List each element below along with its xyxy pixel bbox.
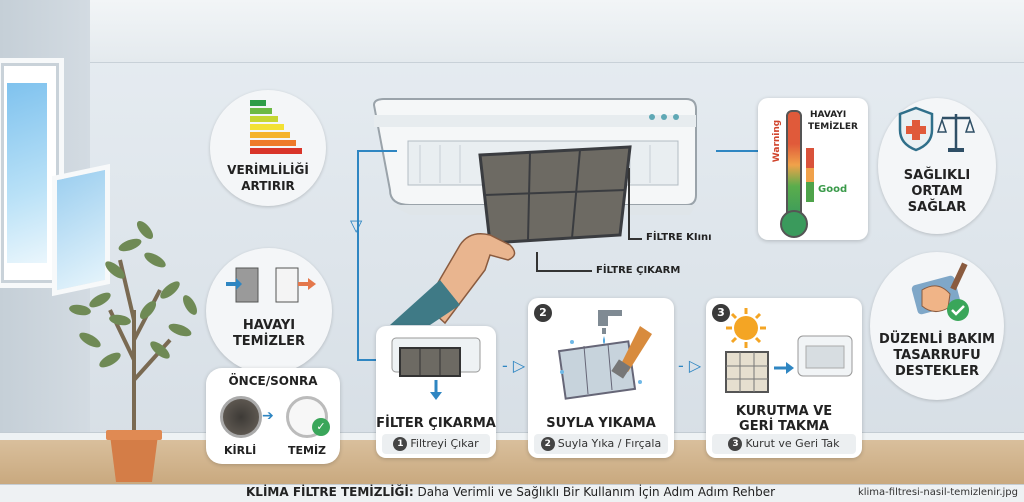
air-clean-title-2: TEMİZLER bbox=[232, 334, 306, 349]
filter-remove-leader-h bbox=[536, 270, 592, 272]
maint-title-1: DÜZENLİ BAKIM bbox=[879, 332, 995, 347]
maint-title-3: DESTEKLER bbox=[894, 364, 980, 379]
caption: KLİMA FİLTRE TEMİZLİĞİ: Daha Verimli ve … bbox=[246, 485, 775, 499]
flow-line-bottom bbox=[357, 359, 377, 361]
level-bar-orange bbox=[806, 168, 814, 182]
dirty-filter-icon bbox=[220, 396, 262, 438]
energy-rating-icon bbox=[250, 100, 302, 154]
step-1-sub-label: Filtreyi Çıkar bbox=[410, 437, 479, 450]
caption-bar bbox=[0, 484, 1024, 502]
step-3-title-1: KURUTMA VE bbox=[735, 404, 833, 419]
step-2-number: 2 bbox=[534, 304, 552, 322]
efficiency-title-1: VERİMLİLİĞİ bbox=[227, 163, 309, 177]
clean-label: TEMİZ bbox=[288, 444, 327, 457]
efficiency-title-2: ARTIRIR bbox=[241, 179, 295, 193]
ac-thermo-connector bbox=[716, 150, 760, 152]
shield-scale-icon bbox=[898, 106, 976, 152]
step-2-title: SUYLA YIKAMA bbox=[546, 416, 656, 431]
level-bar-red bbox=[806, 148, 814, 168]
step-2-sub-number: 2 bbox=[540, 437, 555, 451]
before-after-title: ÖNCE/SONRA bbox=[228, 374, 318, 388]
warning-label: Warning bbox=[772, 119, 782, 163]
air-clean-title-1: HAVAYI bbox=[242, 318, 296, 333]
dry-reinstall-icon bbox=[725, 308, 853, 393]
olive-tree-illustration bbox=[69, 220, 197, 482]
down-arrow-icon: ▽ bbox=[350, 216, 363, 235]
thermometer-icon bbox=[786, 110, 802, 220]
thermometer-bulb bbox=[780, 210, 808, 238]
efficiency-badge: VERİMLİLİĞİ ARTIRIR bbox=[210, 90, 326, 206]
filter-frame-leader-h bbox=[628, 238, 642, 240]
step-3-number: 3 bbox=[712, 304, 730, 322]
step-1-sub-number: 1 bbox=[393, 437, 408, 451]
step-arrow-icon-2: - ▷ bbox=[678, 356, 702, 375]
flow-line bbox=[357, 150, 359, 360]
step-3-title-2: GERİ TAKMA bbox=[739, 419, 829, 434]
health-title-2: ORTAM bbox=[911, 184, 963, 199]
baseboard bbox=[0, 432, 1024, 442]
level-bar-green bbox=[806, 182, 814, 202]
caption-bold: KLİMA FİLTRE TEMİZLİĞİ: bbox=[246, 485, 414, 499]
thermo-title-1: HAVAYI bbox=[810, 110, 847, 120]
maint-title-2: TASARRUFU bbox=[893, 348, 981, 363]
step-arrow-icon: - ▷ bbox=[502, 356, 526, 375]
cleaning-hand-icon bbox=[911, 262, 969, 321]
filter-frame-label: FİLTRE KIını bbox=[646, 232, 712, 243]
step-1-title: FİLTER ÇIKARMA bbox=[376, 416, 496, 431]
caption-rest: Daha Verimli ve Sağlıklı Bir Kullanım İç… bbox=[413, 485, 776, 499]
image-filename: klima-filtresi-nasil-temizlenir.jpg bbox=[857, 487, 1018, 498]
air-conditioner-illustration bbox=[372, 98, 697, 325]
air-quality-thermometer-card: Warning HAVAYI TEMİZLER Good bbox=[758, 98, 868, 240]
step-3-sub-label: Kurut ve Geri Tak bbox=[745, 437, 840, 450]
step-3-sub-number: 3 bbox=[728, 437, 743, 451]
before-after-card: ÖNCE/SONRA ➔ ✓ KİRLİ TEMİZ bbox=[206, 368, 340, 464]
health-title-1: SAĞLIKLI bbox=[903, 168, 971, 183]
maintenance-badge: DÜZENLİ BAKIM TASARRUFU DESTEKLER bbox=[870, 252, 1004, 400]
filter-frame-leader bbox=[628, 168, 630, 238]
filter-remove-icon bbox=[391, 337, 481, 400]
step-2-sub-label: Suyla Yıka / Fırçala bbox=[557, 437, 662, 450]
good-label: Good bbox=[818, 184, 848, 195]
filter-remove-leader bbox=[536, 252, 538, 272]
check-icon: ✓ bbox=[312, 418, 330, 436]
ceiling bbox=[0, 0, 1024, 63]
thermo-title-2: TEMİZLER bbox=[808, 122, 858, 132]
washing-icon bbox=[557, 310, 652, 400]
filter-remove-label: FİLTRE ÇIKARM bbox=[596, 265, 681, 276]
health-title-3: SAĞLAR bbox=[907, 200, 967, 215]
air-clean-badge: HAVAYI TEMİZLER bbox=[206, 248, 332, 374]
flow-line-top bbox=[357, 150, 397, 152]
air-filter-flow-icon bbox=[226, 267, 316, 303]
arrow-icon: ➔ bbox=[262, 408, 274, 424]
dirty-label: KİRLİ bbox=[224, 444, 257, 457]
health-badge: SAĞLIKLI ORTAM SAĞLAR bbox=[878, 98, 996, 234]
